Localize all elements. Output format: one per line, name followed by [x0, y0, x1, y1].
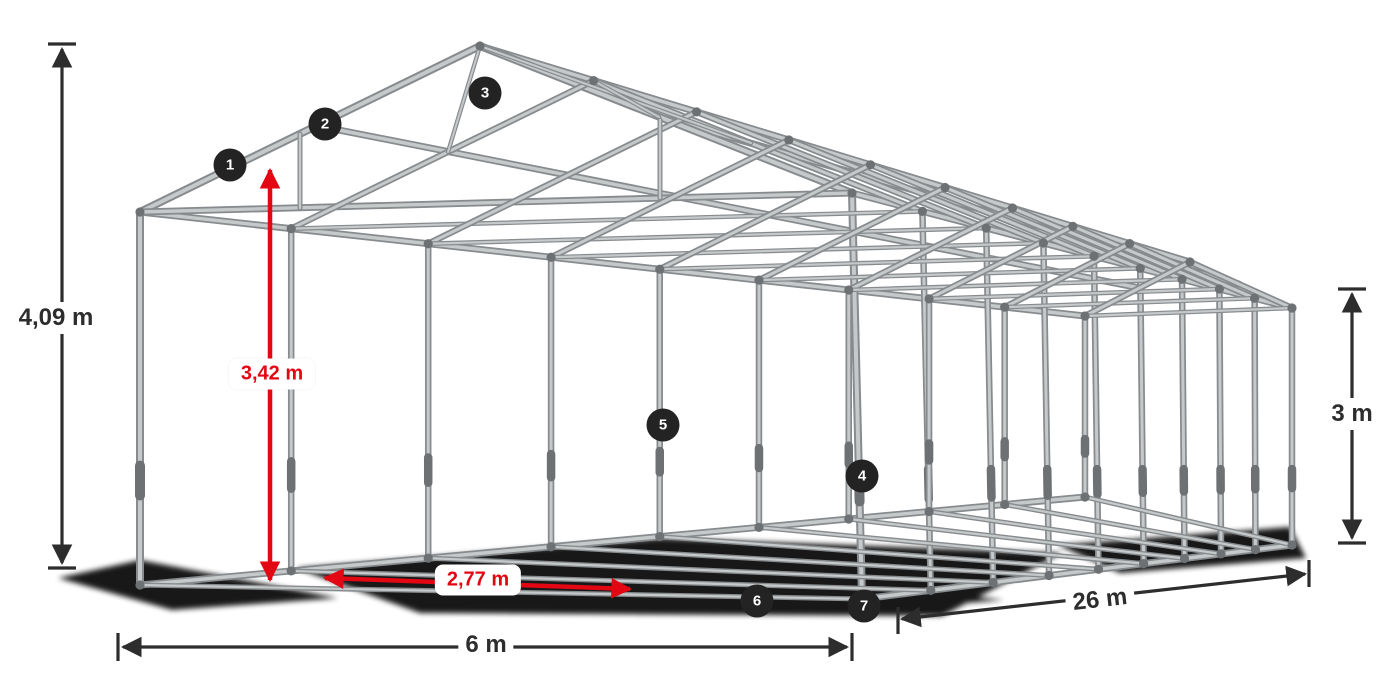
- marker-5: 5: [646, 408, 680, 442]
- marker-6: 6: [740, 584, 774, 618]
- dimension-inner-ridge-height: 3,42 m: [228, 358, 316, 390]
- marker-3: 3: [468, 76, 502, 110]
- marker-4: 4: [845, 459, 879, 493]
- dimension-front-width: 6 m: [458, 629, 514, 661]
- dimension-eave-height: 3 m: [1324, 398, 1380, 430]
- marker-7: 7: [847, 589, 881, 623]
- dimension-inner-bay-spacing: 2,77 m: [434, 564, 522, 596]
- marker-2: 2: [308, 107, 342, 141]
- dimension-total-height: 4,09 m: [11, 302, 101, 334]
- marker-1: 1: [213, 148, 247, 182]
